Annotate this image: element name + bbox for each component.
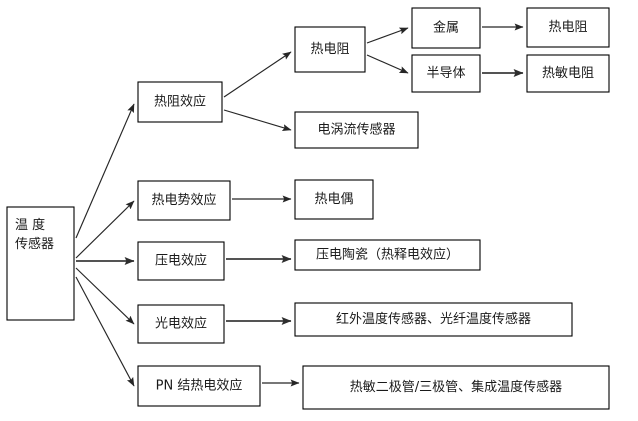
node-box-semiconductor [411,54,481,93]
arrow-root-to-thermal-resistance [75,103,135,239]
node-label-piezo-ceramic: 压电陶瓷（热释电效应） [316,247,459,263]
node-box-thermistor-terminal [526,54,610,93]
node-label-thermocouple: 热电偶 [314,192,353,207]
node-box-semiconductor-sensors [302,365,610,410]
node-thermal-resistance-effect[interactable]: 热阻效应 [137,81,223,123]
connector-layer [75,23,524,387]
node-label-photoelectric-effect: 光电效应 [155,316,207,332]
node-box-thermal-resistance-effect [137,81,223,123]
node-label-eddy-current-sensor: 电涡流传感器 [317,122,395,138]
node-semiconductor[interactable]: 半导体 [411,54,481,93]
node-label-semiconductor-sensors: 热敏二极管/三极管、集成温度传感器 [350,379,562,395]
node-rtd-terminal[interactable]: 热电阻 [526,7,610,48]
node-label-optical-sensors: 红外温度传感器、光纤温度传感器 [336,311,531,327]
node-label-root: 传感器 [15,236,54,252]
node-box-pn-junction-effect [137,365,261,407]
node-box-root [6,206,75,321]
node-label-thermoelectric-effect: 热电势效应 [151,192,216,208]
node-root[interactable]: 温 度传感器 [6,206,75,321]
node-label-pn-junction-effect: PN 结热电效应 [156,378,243,394]
arrow-root-to-pn-junction [75,276,135,387]
arrow-rtd-to-semiconductor [366,54,409,74]
node-semiconductor-sensors[interactable]: 热敏二极管/三极管、集成温度传感器 [302,365,610,410]
node-box-optical-sensors [294,302,573,337]
node-thermistor-terminal[interactable]: 热敏电阻 [526,54,610,93]
node-label-metal: 金属 [433,20,459,36]
node-box-piezo-ceramic [294,239,481,271]
node-label-semiconductor: 半导体 [426,66,465,81]
node-box-thermoelectric-effect [137,180,231,221]
node-label-thermistor-terminal: 热敏电阻 [542,66,594,81]
node-thermoelectric-effect[interactable]: 热电势效应 [137,180,231,221]
arrow-rtd-to-metal [366,27,409,44]
node-box-piezoelectric-effect [137,241,225,281]
node-box-metal [411,7,481,49]
node-optical-sensors[interactable]: 红外温度传感器、光纤温度传感器 [294,302,573,337]
node-label-root: 温 度 [15,217,45,233]
node-pn-junction-effect[interactable]: PN 结热电效应 [137,365,261,407]
node-thermocouple[interactable]: 热电偶 [294,179,374,220]
node-box-rtd-terminal [526,7,610,48]
arrow-root-to-thermoelectric [75,200,135,259]
arrow-thermal-resistance-to-eddy [223,109,292,131]
node-box-rtd-mid [294,26,366,73]
node-eddy-current-sensor[interactable]: 电涡流传感器 [294,111,419,149]
node-photoelectric-effect[interactable]: 光电效应 [137,304,225,344]
node-rtd-mid[interactable]: 热电阻 [294,26,366,73]
node-label-thermal-resistance-effect: 热阻效应 [154,94,206,110]
node-piezo-ceramic[interactable]: 压电陶瓷（热释电效应） [294,239,481,271]
node-metal[interactable]: 金属 [411,7,481,49]
node-label-rtd-mid: 热电阻 [310,42,349,57]
node-box-thermocouple [294,179,374,220]
arrow-root-to-photoelectric [75,267,135,325]
node-label-rtd-terminal: 热电阻 [548,20,587,35]
node-label-piezoelectric-effect: 压电效应 [155,253,207,269]
node-box-photoelectric-effect [137,304,225,344]
node-piezoelectric-effect[interactable]: 压电效应 [137,241,225,281]
arrow-thermal-resistance-to-rtd [223,51,292,98]
node-box-eddy-current-sensor [294,111,419,149]
